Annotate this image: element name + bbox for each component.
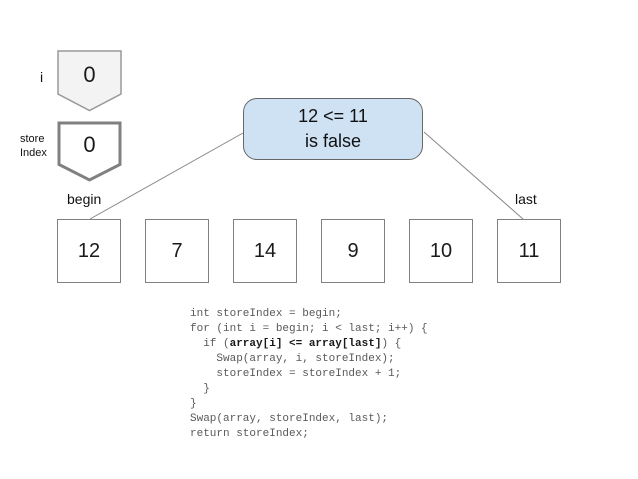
pointer-storeindex-label: store Index	[20, 132, 47, 160]
code-segment: }	[190, 398, 197, 410]
comparison-callout: 12 <= 11 is false	[243, 98, 423, 160]
pointer-i-label: i	[40, 69, 44, 85]
pointer-storeindex-marker	[57, 121, 122, 182]
array-cell: 10	[409, 219, 473, 283]
code-line: }	[190, 382, 428, 397]
code-line: for (int i = begin; i < last; i++) {	[190, 322, 428, 337]
code-line: Swap(array, storeIndex, last);	[190, 412, 428, 427]
code-segment: int storeIndex = begin;	[190, 308, 342, 320]
code-line: }	[190, 397, 428, 412]
last-label: last	[515, 191, 537, 207]
connector-to-last	[423, 131, 524, 220]
code-segment: Swap(array, storeIndex, last);	[190, 413, 389, 425]
code-line: storeIndex = storeIndex + 1;	[190, 367, 428, 382]
pointer-i-value: 0	[83, 62, 96, 87]
array-cell: 9	[321, 219, 385, 283]
array-row: 12 7 14 9 10 11	[57, 219, 561, 283]
array-cell: 12	[57, 219, 121, 283]
code-segment: return storeIndex;	[190, 428, 309, 440]
comparison-expression: 12 <= 11	[298, 106, 368, 126]
code-line: return storeIndex;	[190, 427, 428, 442]
code-line: int storeIndex = begin;	[190, 307, 428, 322]
array-cell: 11	[497, 219, 561, 283]
code-segment: for (int i = begin; i < last; i++) {	[190, 323, 428, 335]
code-block: int storeIndex = begin; for (int i = begi…	[190, 307, 428, 442]
comparison-result: is false	[304, 131, 362, 151]
array-cell: 14	[233, 219, 297, 283]
pointer-storeindex-value: 0	[83, 132, 96, 157]
pointer-storeindex-label-line2: Index	[20, 147, 47, 159]
pointer-i-marker	[57, 50, 122, 112]
code-segment: if (	[190, 338, 230, 350]
code-segment: storeIndex = storeIndex + 1;	[190, 368, 402, 380]
code-line: Swap(array, i, storeIndex);	[190, 352, 428, 367]
pointer-storeindex-label-line1: store	[20, 133, 45, 145]
begin-label: begin	[67, 191, 102, 207]
code-line: if (array[i] <= array[last]) {	[190, 337, 428, 352]
code-segment: Swap(array, i, storeIndex);	[190, 353, 395, 365]
code-segment: }	[190, 383, 210, 395]
code-segment: array[i] <= array[last]	[229, 338, 382, 350]
code-segment: ) {	[381, 338, 402, 350]
array-cell: 7	[145, 219, 209, 283]
